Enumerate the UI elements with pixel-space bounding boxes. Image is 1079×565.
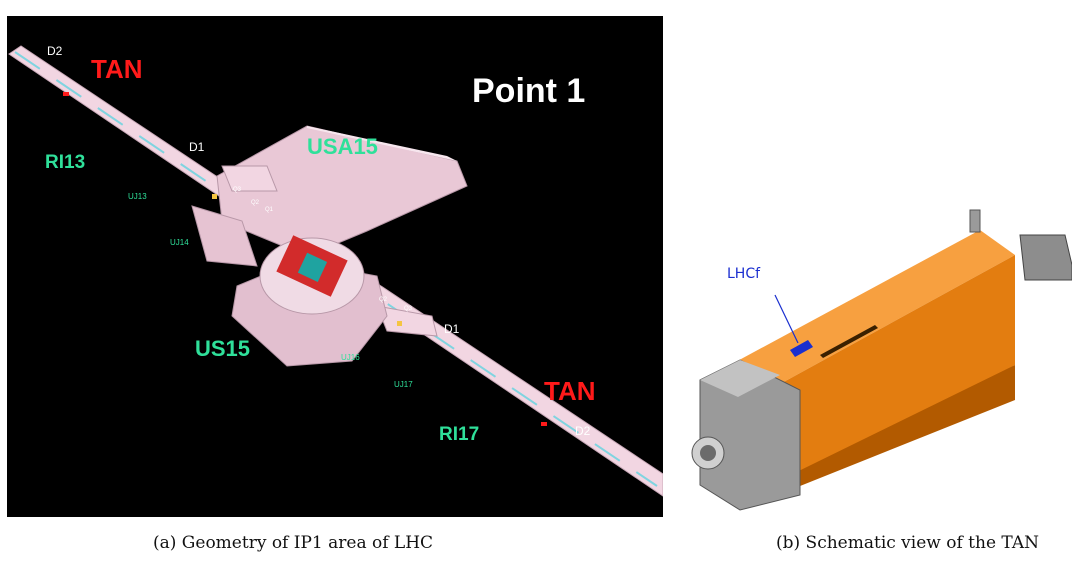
uj14-label: UJ14 [170,238,189,247]
uj13-gallery [221,165,278,192]
d2-label-top: D2 [47,44,63,58]
d1-label-bottom: D1 [444,322,460,336]
beam-pipe-hole [700,445,716,461]
tan-marker-bottom [541,422,547,426]
lhcf-label: LHCf [727,266,761,282]
uj16-label: UJ16 [341,353,360,362]
d1-marker-top [212,194,217,199]
tan-marker-top [63,92,69,96]
us15-label: US15 [195,336,251,361]
beam-pipe [14,51,658,487]
uj17-label: UJ17 [394,380,413,389]
quad-q2-top: Q2 [251,200,260,206]
d1-marker-bottom [397,321,402,326]
quad-q3-top: Q3 [233,187,242,193]
ri13-label: RI13 [45,152,86,173]
tan-body-top [730,230,1015,395]
lhcf-detector [790,340,813,357]
lhcf-pointer [774,294,799,344]
ip1-geometry-drawing [8,45,663,497]
caption-a: (a) Geometry of IP1 area of LHC [153,533,434,553]
usa15-label: USA15 [307,134,378,159]
caption-b: (b) Schematic view of the TAN [776,533,1039,553]
d2-label-bottom: D2 [575,424,591,438]
d1-label-top: D1 [189,140,205,154]
tan-body-front [760,255,1015,490]
tan-label-bottom: TAN [544,376,596,406]
uj14-gallery [191,205,258,267]
tan-base [740,365,1015,510]
usa15-highlight [307,126,457,161]
uj13-label: UJ13 [128,192,147,201]
ip1-geometry-panel: Point 1 TAN TAN D2 D2 D1 D1 USA15 US15 R… [7,16,663,517]
detector-core [297,252,328,282]
panel-title: Point 1 [472,72,586,110]
tan-post [969,209,981,233]
ri17-label: RI17 [439,424,480,445]
tan-schematic-drawing [691,209,1072,511]
tan-slot [820,325,878,358]
quad-q1-top: Q1 [265,207,274,213]
tan-label-top: TAN [91,54,143,84]
uj16-gallery [376,305,438,337]
tan-end-block-top [700,360,780,397]
tan-end-block-right [1019,234,1072,281]
quad-q3-bottom: Q3 [404,306,413,312]
quad-q2-bottom: Q2 [379,297,388,303]
